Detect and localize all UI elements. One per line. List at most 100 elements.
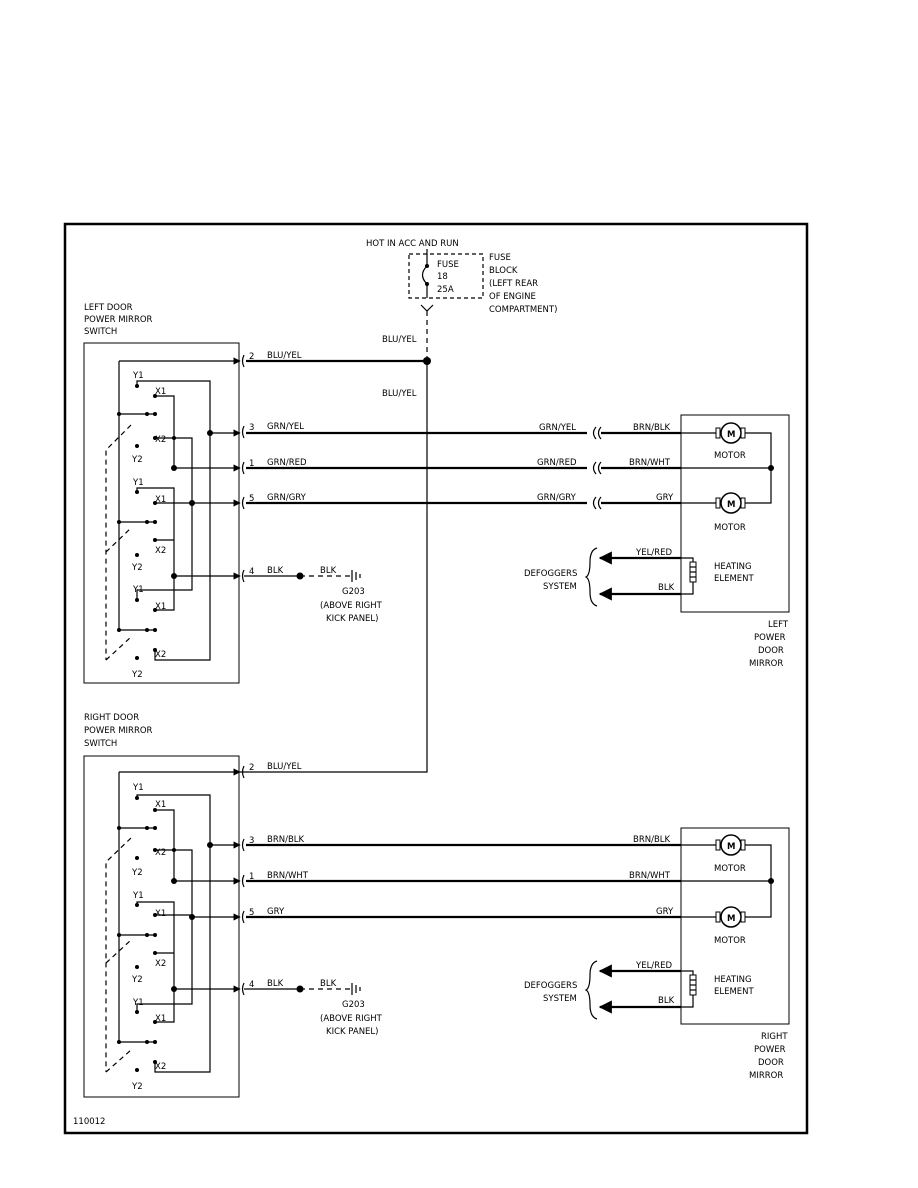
- svg-text:ELEMENT: ELEMENT: [714, 987, 755, 997]
- left-switch-pin-5: 5 GRN/GRY: [241, 493, 307, 510]
- svg-text:Y1: Y1: [132, 371, 144, 381]
- svg-text:X2: X2: [155, 650, 166, 660]
- svg-text:COMPARTMENT): COMPARTMENT): [489, 305, 557, 315]
- left-mirror-motor-2: M MOTOR: [681, 492, 746, 533]
- right-switch-pin-3: 3 BRN/BLK: [241, 835, 305, 852]
- svg-text:G203: G203: [342, 1000, 365, 1010]
- svg-text:X1: X1: [155, 909, 166, 919]
- svg-text:BLOCK: BLOCK: [489, 266, 518, 276]
- right-mirror-motor-2: M MOTOR: [681, 906, 746, 946]
- svg-text:M: M: [727, 842, 735, 852]
- svg-text:RIGHT DOOR: RIGHT DOOR: [84, 713, 139, 723]
- svg-text:Y2: Y2: [131, 670, 143, 680]
- svg-text:BLU/YEL: BLU/YEL: [267, 762, 302, 772]
- svg-text:GRN/GRY: GRN/GRY: [267, 493, 307, 503]
- right-switch-pin-4: 4 BLK: [241, 979, 284, 996]
- right-switch-box: [83, 755, 240, 1098]
- svg-text:X1: X1: [155, 602, 166, 612]
- svg-text:BRN/WHT: BRN/WHT: [629, 871, 671, 881]
- left-mirror-motor-1: M MOTOR: [681, 422, 772, 504]
- svg-text:POWER: POWER: [754, 633, 786, 643]
- svg-text:KICK PANEL): KICK PANEL): [326, 614, 378, 624]
- svg-text:MOTOR: MOTOR: [714, 864, 746, 874]
- svg-text:3: 3: [249, 423, 254, 433]
- svg-text:X2: X2: [155, 546, 166, 556]
- svg-text:BLK: BLK: [320, 566, 337, 576]
- svg-text:4: 4: [249, 980, 254, 990]
- left-switch-pin-2: 2 BLU/YEL: [241, 351, 302, 368]
- svg-text:Y2: Y2: [131, 1082, 143, 1092]
- left-switch-internals: [105, 357, 241, 661]
- right-mirror-box: [680, 827, 790, 1025]
- svg-text:2: 2: [249, 763, 254, 773]
- svg-text:POWER MIRROR: POWER MIRROR: [84, 315, 153, 325]
- right-harness-wires: BRN/BLK BRN/WHT GRY: [246, 835, 681, 919]
- svg-text:GRY: GRY: [656, 907, 674, 917]
- right-switch-pin-2: 2 BLU/YEL: [241, 762, 302, 779]
- svg-text:X1: X1: [155, 495, 166, 505]
- power-source-label: HOT IN ACC AND RUN: [366, 239, 459, 249]
- svg-text:BRN/BLK: BRN/BLK: [633, 835, 671, 845]
- svg-text:X2: X2: [155, 1062, 166, 1072]
- svg-text:BLU/YEL: BLU/YEL: [267, 351, 302, 361]
- svg-text:X1: X1: [155, 800, 166, 810]
- svg-text:(LEFT REAR: (LEFT REAR: [489, 279, 538, 289]
- svg-text:SYSTEM: SYSTEM: [543, 582, 577, 592]
- svg-text:3: 3: [249, 836, 254, 846]
- svg-text:POWER MIRROR: POWER MIRROR: [84, 726, 153, 736]
- svg-text:BRN/BLK: BRN/BLK: [267, 835, 305, 845]
- svg-text:SWITCH: SWITCH: [84, 739, 117, 749]
- svg-text:GRN/YEL: GRN/YEL: [539, 423, 576, 433]
- right-switch-contact-labels: Y1 X1 X2 Y2 Y1 X1 X2 Y2 Y1 X1 X2 Y2: [131, 783, 166, 1092]
- svg-text:BLK: BLK: [658, 996, 675, 1006]
- svg-text:OF ENGINE: OF ENGINE: [489, 292, 536, 302]
- svg-text:DOOR: DOOR: [758, 1058, 784, 1068]
- right-mirror-title: RIGHT POWER DOOR MIRROR: [749, 1032, 788, 1081]
- feed-wire-label: BLU/YEL: [382, 335, 417, 345]
- svg-text:SWITCH: SWITCH: [84, 327, 117, 337]
- left-switch-pin-3: 3 GRN/YEL: [241, 422, 304, 439]
- svg-text:4: 4: [249, 567, 254, 577]
- svg-text:Y1: Y1: [132, 783, 144, 793]
- left-switch-contact-labels: Y1 X1 X2 Y2 Y1 X1 X2 Y2 Y1 X1 X2 Y2: [131, 371, 166, 680]
- left-mirror-box: [680, 414, 790, 613]
- right-switch-pin-5: 5 GRY: [241, 907, 285, 924]
- left-harness-wires: GRN/YEL GRN/RED GRN/GRY BRN/BLK BRN/WHT …: [246, 359, 681, 510]
- svg-text:M: M: [727, 500, 735, 510]
- svg-text:BLK: BLK: [267, 566, 284, 576]
- svg-text:MOTOR: MOTOR: [714, 936, 746, 946]
- svg-text:KICK PANEL): KICK PANEL): [326, 1027, 378, 1037]
- svg-text:BRN/WHT: BRN/WHT: [267, 871, 309, 881]
- svg-text:RIGHT: RIGHT: [761, 1032, 788, 1042]
- svg-text:X1: X1: [155, 387, 166, 397]
- svg-text:5: 5: [249, 494, 254, 504]
- svg-text:POWER: POWER: [754, 1045, 786, 1055]
- svg-text:Y1: Y1: [132, 585, 144, 595]
- fuse-number: 18: [437, 272, 448, 282]
- left-switch-box: [83, 342, 240, 684]
- right-switch-internals: [105, 768, 241, 1073]
- svg-text:Y2: Y2: [131, 975, 143, 985]
- svg-text:M: M: [727, 914, 735, 924]
- svg-text:1: 1: [249, 459, 254, 469]
- svg-text:BRN/WHT: BRN/WHT: [629, 458, 671, 468]
- svg-text:SYSTEM: SYSTEM: [543, 994, 577, 1004]
- svg-text:GRN/RED: GRN/RED: [267, 458, 307, 468]
- svg-text:X1: X1: [155, 1014, 166, 1024]
- svg-text:LEFT DOOR: LEFT DOOR: [84, 303, 133, 313]
- svg-text:Y2: Y2: [131, 868, 143, 878]
- left-switch-pin-1: 1 GRN/RED: [241, 458, 307, 475]
- svg-text:1: 1: [249, 872, 254, 882]
- svg-text:2: 2: [249, 352, 254, 362]
- left-mirror-title: LEFT POWER DOOR MIRROR: [749, 620, 789, 669]
- svg-text:Y1: Y1: [132, 478, 144, 488]
- svg-text:DOOR: DOOR: [758, 646, 784, 656]
- fuse-block-label: FUSE BLOCK (LEFT REAR OF ENGINE COMPARTM…: [489, 253, 557, 315]
- svg-text:X2: X2: [155, 959, 166, 969]
- svg-text:(ABOVE RIGHT: (ABOVE RIGHT: [320, 1014, 383, 1024]
- svg-text:GRN/RED: GRN/RED: [537, 458, 577, 468]
- svg-text:GRY: GRY: [267, 907, 285, 917]
- svg-text:Y1: Y1: [132, 891, 144, 901]
- svg-text:ELEMENT: ELEMENT: [714, 574, 755, 584]
